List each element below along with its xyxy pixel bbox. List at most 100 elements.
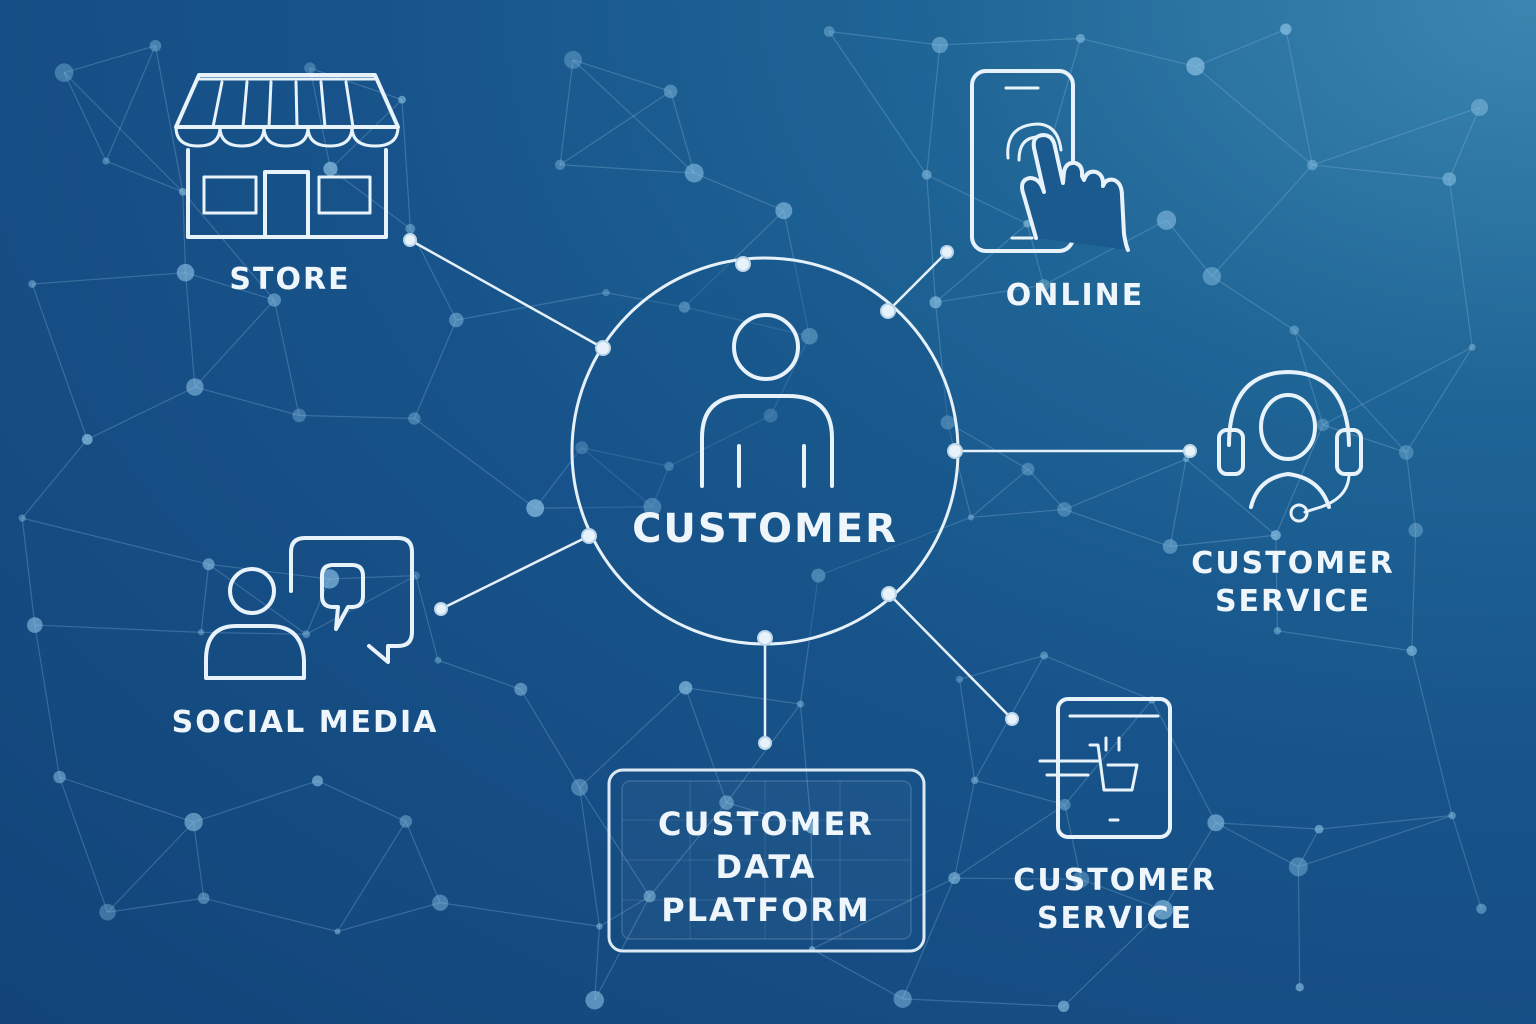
mesh-line (535, 506, 653, 509)
mesh-line (1277, 630, 1412, 652)
mesh-line (685, 687, 801, 705)
mesh-node (948, 872, 961, 885)
mesh-line (337, 902, 441, 933)
mesh-node (663, 84, 678, 99)
mesh-node (178, 187, 187, 196)
mesh-line (935, 284, 1044, 303)
mesh-line (1043, 654, 1153, 701)
mesh-node (312, 775, 324, 787)
mesh-line (1318, 814, 1453, 830)
mesh-node (971, 776, 979, 785)
mesh-node (1270, 530, 1281, 541)
mesh-line (1080, 37, 1196, 67)
mesh-line (317, 780, 407, 822)
mesh-line (337, 821, 407, 932)
node-label-customer-data-platform: CUSTOMER DATA PLATFORM (616, 803, 916, 932)
mesh-node (1288, 857, 1308, 877)
mesh-line (194, 299, 275, 388)
mesh-line (594, 896, 651, 1001)
mesh-node (763, 408, 778, 423)
mesh-line (902, 998, 1064, 1007)
connector-dot (1005, 712, 1019, 726)
mesh-line (194, 386, 300, 416)
mesh-line (299, 414, 415, 420)
mesh-node (955, 675, 964, 683)
mesh-node (514, 682, 528, 696)
mesh-node (678, 681, 693, 695)
mesh-node (805, 821, 818, 834)
connector-online (887, 251, 948, 312)
mesh-node (1398, 445, 1414, 460)
mesh-line (1312, 164, 1450, 180)
mesh-line (649, 802, 728, 897)
label-line: SERVICE (1214, 584, 1372, 619)
customer-data-platform-box (607, 768, 926, 953)
mesh-line (329, 574, 416, 580)
connector-dot (880, 303, 896, 319)
connector-dot (881, 586, 897, 602)
mesh-node (931, 36, 948, 54)
mesh-node (801, 327, 818, 345)
mesh-line (581, 447, 670, 467)
mesh-node (302, 630, 311, 639)
mesh-line (581, 447, 653, 508)
mesh-line (534, 447, 583, 509)
mesh-line (1195, 65, 1313, 166)
mesh-line (182, 191, 187, 273)
mesh-line (1185, 458, 1277, 536)
mesh-node (184, 812, 203, 832)
mesh-line (970, 468, 1029, 518)
mesh-line (154, 45, 184, 192)
mesh-line (1298, 814, 1453, 868)
mesh-line (31, 283, 88, 440)
mesh-line (1215, 822, 1299, 868)
mesh-line (1080, 878, 1164, 911)
mesh-node (323, 161, 338, 176)
mesh-line (1448, 107, 1481, 180)
mesh-line (939, 37, 1081, 46)
mesh-line (1405, 452, 1417, 531)
mesh-line (1027, 468, 1065, 510)
mesh-node (921, 169, 932, 180)
mesh-line (579, 687, 687, 788)
mesh-node (1408, 522, 1423, 538)
mesh-line (1195, 28, 1287, 67)
mesh-line (970, 508, 1065, 518)
mesh-line (203, 897, 338, 933)
mesh-line (32, 272, 186, 285)
mesh-node (1295, 983, 1304, 992)
mesh-node (643, 497, 662, 516)
mesh-node (18, 514, 26, 522)
mesh-line (105, 160, 183, 193)
mesh-node (99, 903, 116, 921)
mesh-line (1026, 223, 1045, 286)
mesh-line (456, 292, 607, 321)
mesh-node (823, 26, 835, 37)
mesh-node (186, 378, 204, 396)
mesh-line (1285, 29, 1313, 166)
mesh-line (684, 210, 785, 308)
mesh-line (1275, 424, 1324, 536)
mesh-node (1153, 900, 1173, 920)
mesh-node (1273, 627, 1282, 635)
mesh-line (959, 654, 1045, 680)
mesh-line (1322, 346, 1473, 426)
mesh-node (796, 700, 805, 708)
mesh-line (200, 564, 210, 633)
mesh-node (596, 923, 603, 930)
mesh-line (947, 421, 1029, 470)
mesh-line (685, 687, 728, 803)
mesh-line (1169, 459, 1187, 547)
mesh-line (1448, 179, 1473, 348)
mesh-line (1162, 822, 1217, 911)
mesh-line (401, 99, 411, 229)
mesh-line (1275, 535, 1279, 631)
mesh-node (929, 296, 942, 309)
mesh-node (292, 408, 306, 423)
mesh-node (1442, 172, 1457, 187)
mesh-line (958, 679, 976, 781)
node-label-customer-service-tablet: CUSTOMER SERVICE (990, 862, 1240, 938)
mesh-node (811, 568, 826, 583)
mesh-node (267, 293, 281, 307)
